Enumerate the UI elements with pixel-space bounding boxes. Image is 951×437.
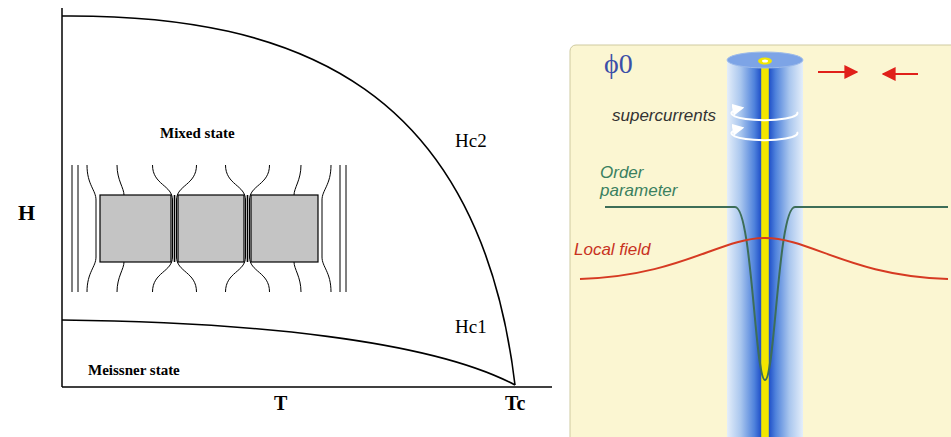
vortex-core-hole [762,60,768,63]
order-parameter-curve [605,207,948,380]
vortex-core-line [175,195,248,262]
cylinder-top [727,52,803,68]
supercurrent-arrow [731,108,797,120]
order-parameter-label: Order parameter [600,164,695,200]
local-field-label: Local field [574,240,651,260]
curve-label: Hc2 [455,130,487,152]
flux-lines [72,165,346,292]
axis-label: H [18,200,35,226]
panel-background [570,45,951,437]
width-arrow [818,71,857,73]
vortex-core-top [758,58,772,65]
axis-label: Tc [505,392,525,415]
supercurrent-label: supercurrents [612,106,716,126]
hc2-curve [62,16,515,385]
region-label: Meissner state [88,362,180,379]
sample-block [100,195,318,262]
y-axis [61,8,63,387]
hc1-curve [62,320,515,385]
curve-label: Hc1 [455,316,487,338]
axis-label: T [274,392,287,415]
width-arrow [883,73,918,75]
region-label: Mixed state [160,125,235,142]
flux-quantum-label: ϕ0 [604,48,633,80]
x-axis [62,386,552,388]
supercurrent-arrow [731,128,797,140]
